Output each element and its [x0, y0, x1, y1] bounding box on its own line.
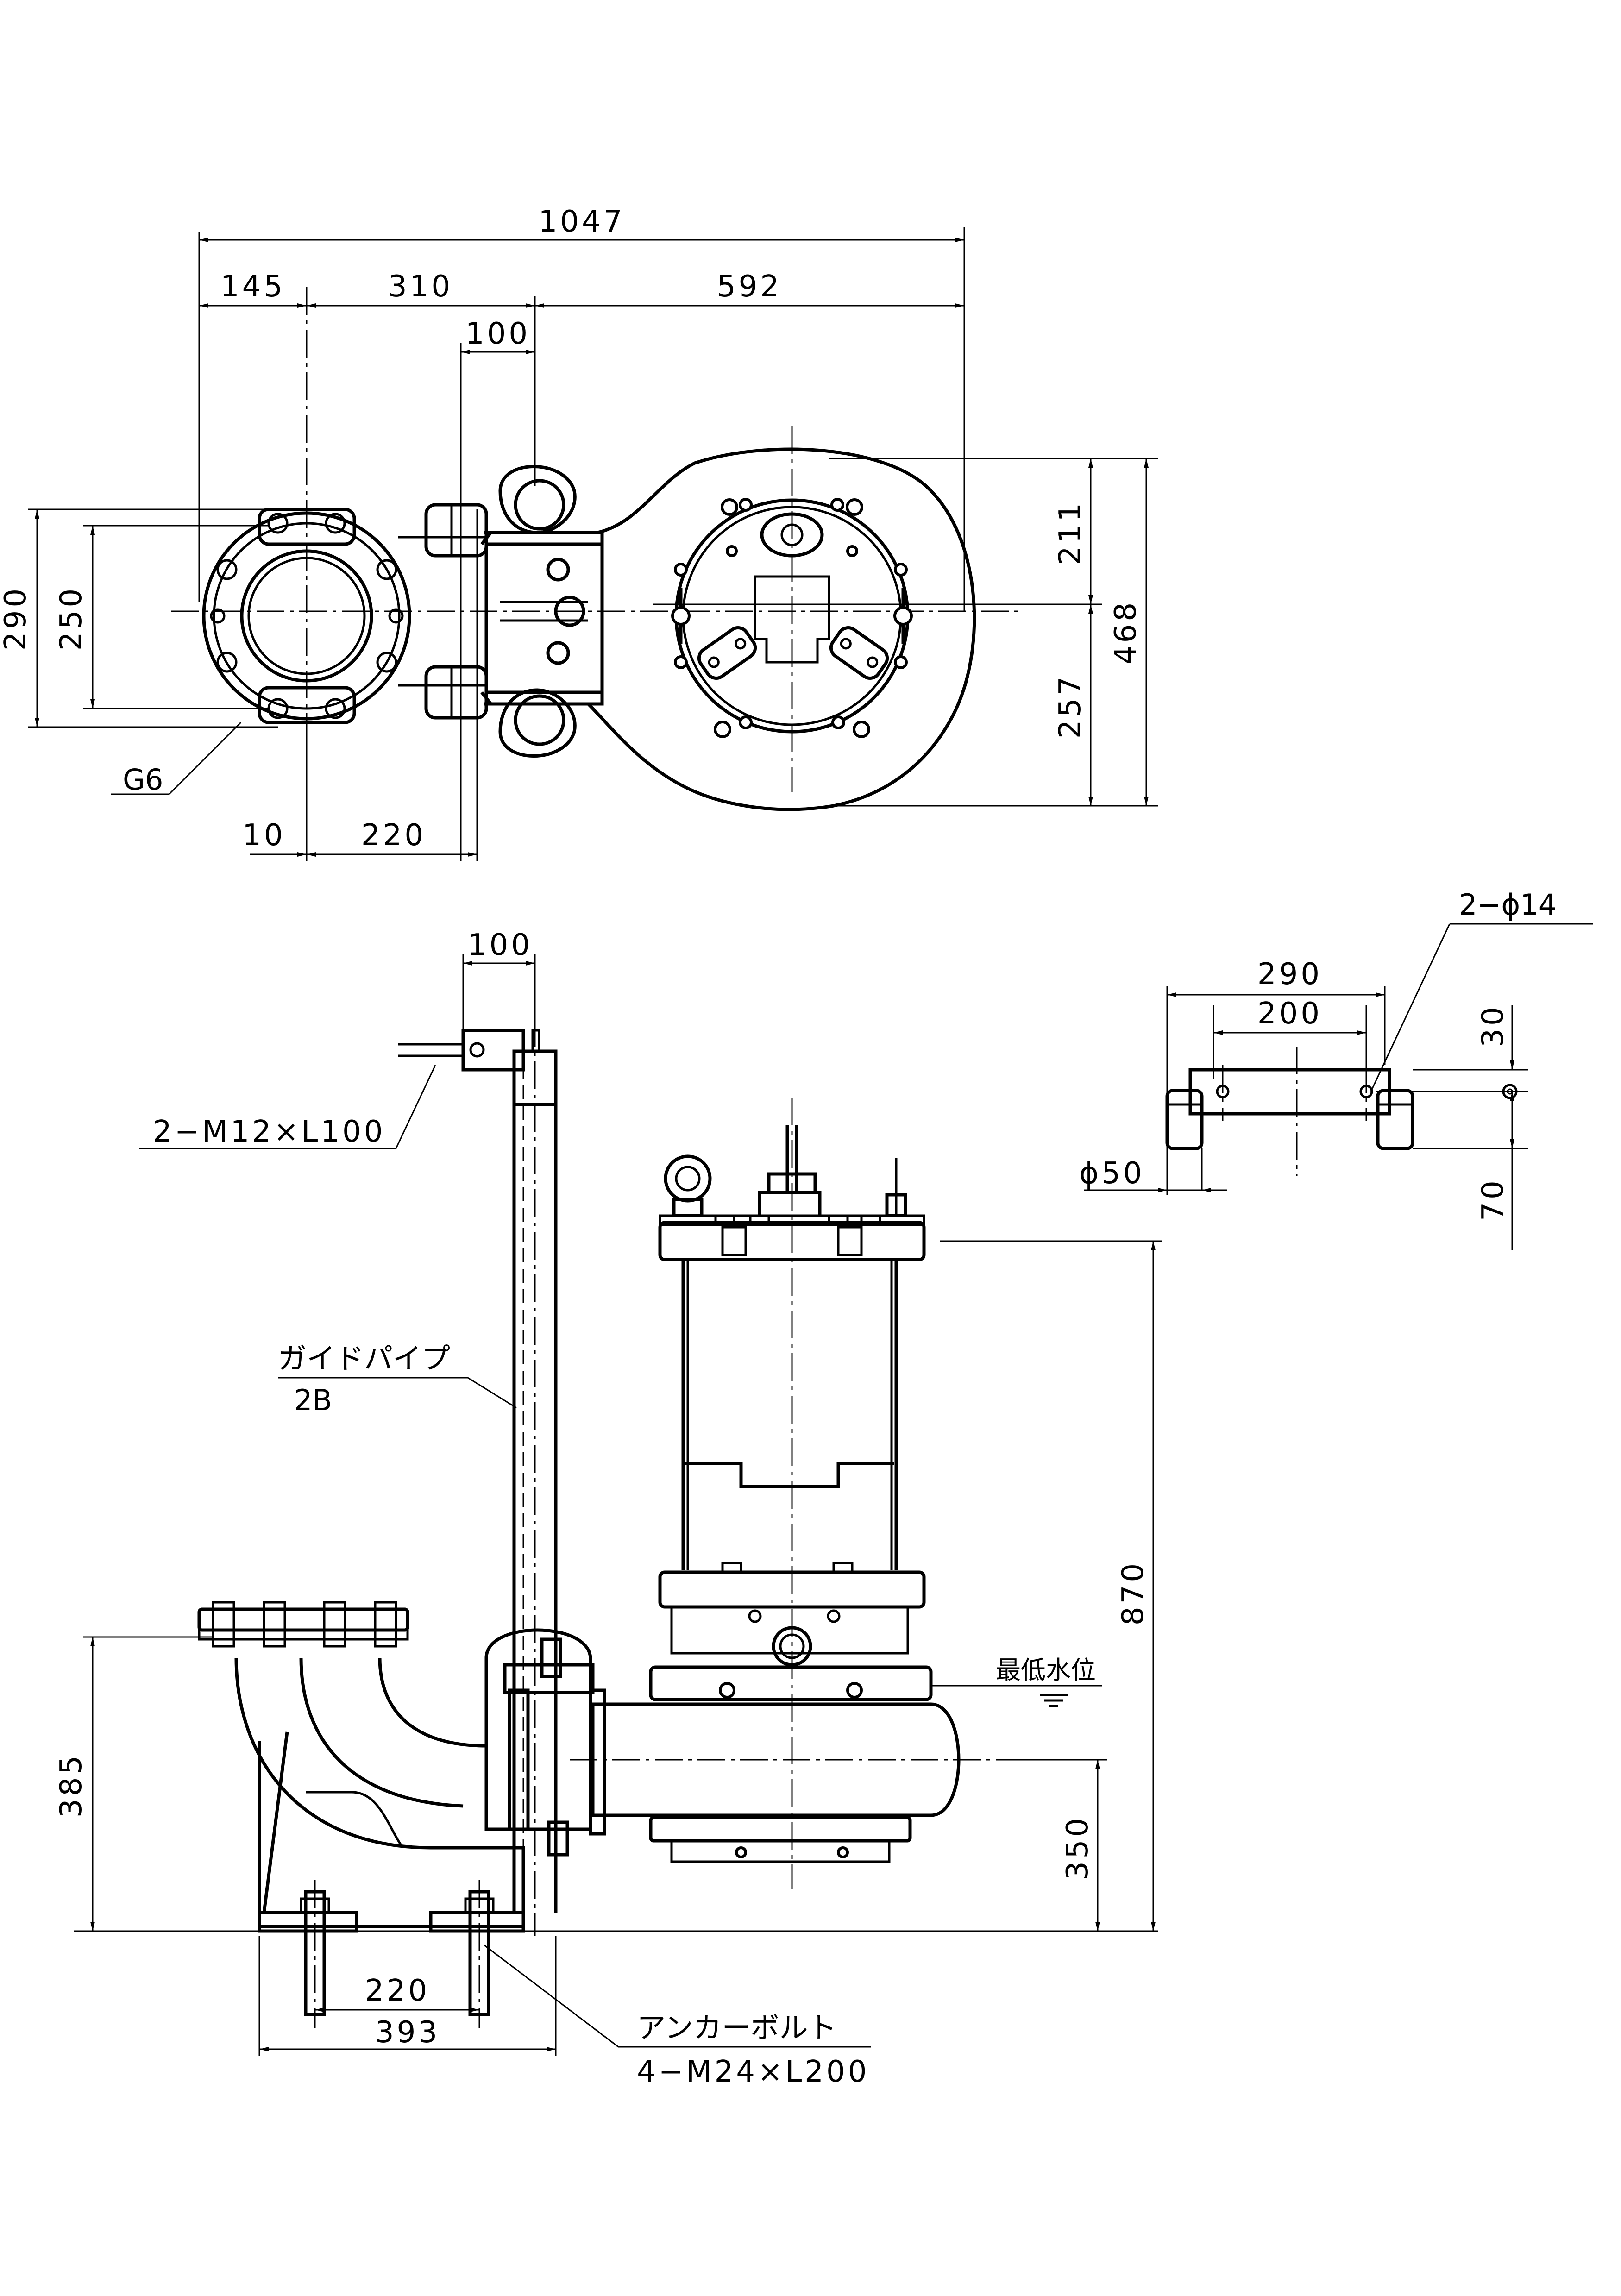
dim-870: 870: [1116, 1561, 1150, 1625]
dim-10: 10: [242, 818, 285, 853]
cover-bolts: [674, 498, 908, 738]
label-min-water-level: 最低水位: [996, 1656, 1096, 1685]
lower-flange-bolts: [721, 1562, 854, 1623]
flange-bolts: [210, 513, 404, 719]
dim-1047: 1047: [539, 205, 625, 239]
label-base-holes: 2−ϕ14: [1459, 888, 1557, 922]
dim-100-plan: 100: [465, 317, 530, 351]
label-bolt-top: 2−M12×L100: [153, 1115, 385, 1149]
dim-211: 211: [1053, 500, 1087, 565]
motor-head-bolts: [714, 1214, 881, 1256]
dim-592: 592: [717, 270, 782, 304]
dim-70-base: 70: [1476, 1178, 1510, 1221]
label-anchor-bolt-size: 4−M24×L200: [637, 2055, 869, 2089]
dim-30-base: 30: [1476, 1004, 1510, 1047]
dim-250-plan: 250: [54, 586, 88, 651]
dim-385: 385: [54, 1753, 88, 1818]
label-guide-pipe-size: 2B: [294, 1383, 332, 1417]
label-g6: G6: [123, 763, 163, 797]
base-detail: [1084, 923, 1593, 1250]
dim-350: 350: [1061, 1815, 1095, 1880]
dim-310: 310: [388, 270, 453, 304]
dim-393: 393: [375, 2015, 440, 2050]
dim-290-plan: 290: [0, 586, 33, 651]
dim-200-base: 200: [1257, 997, 1322, 1031]
dim-290-base: 290: [1257, 957, 1322, 991]
dim-257: 257: [1053, 674, 1087, 739]
dim-100-elev: 100: [468, 928, 533, 962]
discharge-flange-bolts: [212, 1601, 397, 1648]
plan-view: [28, 227, 1158, 861]
dim-220-elev: 220: [365, 1974, 430, 2008]
dim-220-plan: 220: [361, 818, 426, 853]
label-guide-pipe: ガイドパイプ: [278, 1342, 450, 1375]
label-anchor-bolt: アンカーボルト: [637, 2011, 837, 2045]
elevation-view: [74, 954, 1162, 2056]
dim-145: 145: [220, 270, 285, 304]
dim-468: 468: [1109, 600, 1143, 665]
dim-phi50: ϕ50: [1079, 1156, 1145, 1191]
